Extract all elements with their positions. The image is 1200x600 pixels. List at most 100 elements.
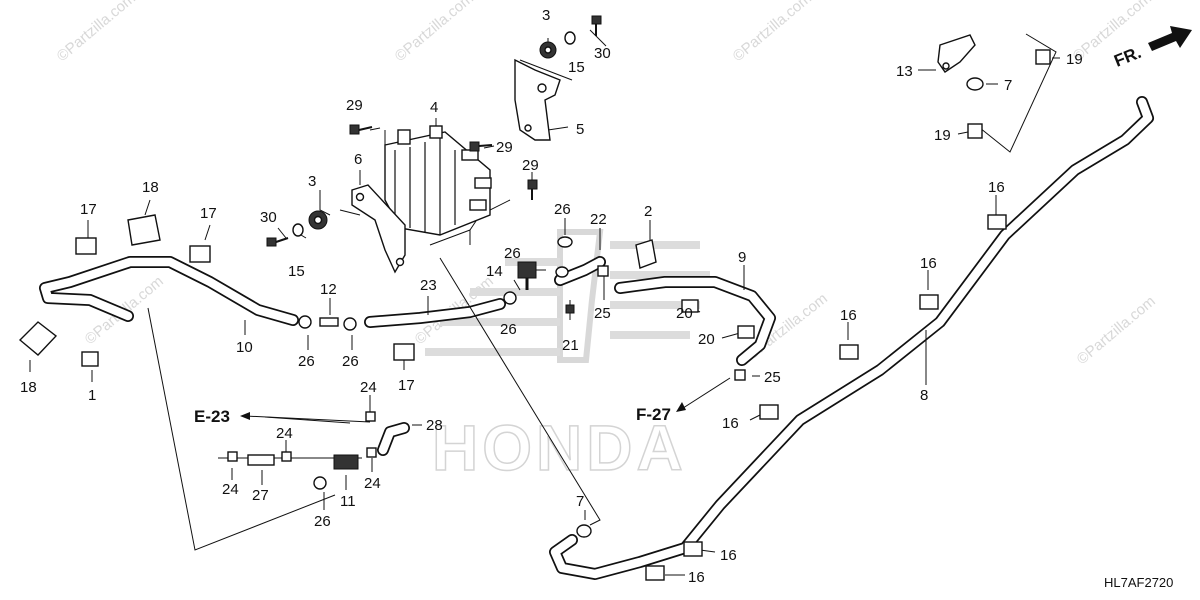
callout-18b: 18 bbox=[20, 379, 37, 396]
bolt-part-29c bbox=[527, 179, 538, 200]
clamp-part-26e bbox=[343, 317, 357, 331]
callout-22: 22 bbox=[590, 211, 607, 228]
callout-27: 27 bbox=[252, 487, 269, 504]
callout-24a: 24 bbox=[360, 379, 377, 396]
clip-part-1 bbox=[81, 351, 99, 367]
callout-16d: 16 bbox=[722, 415, 739, 432]
bolt-part-30b bbox=[266, 237, 289, 247]
clip-part-17a bbox=[75, 237, 97, 255]
front-arrow-label: FR. bbox=[1111, 43, 1144, 71]
callout-5: 5 bbox=[576, 121, 584, 138]
e23-arrowhead-icon bbox=[240, 412, 250, 420]
watermark-top-2: ©Partzilla.com bbox=[392, 0, 477, 65]
callout-10: 10 bbox=[236, 339, 253, 356]
callout-14: 14 bbox=[486, 263, 503, 280]
callout-15b: 15 bbox=[288, 263, 305, 280]
watermark-right: ©Partzilla.com bbox=[1074, 293, 1159, 368]
clip-part-24c bbox=[227, 451, 238, 462]
clip-part-25a bbox=[597, 265, 609, 277]
callout-29a: 29 bbox=[346, 97, 363, 114]
callout-24d: 24 bbox=[364, 475, 381, 492]
callout-25b: 25 bbox=[764, 369, 781, 386]
callout-4: 4 bbox=[430, 99, 438, 116]
callout-26e: 26 bbox=[342, 353, 359, 370]
clip-part-17c bbox=[393, 343, 415, 361]
collar-part-15b bbox=[292, 223, 304, 237]
hose-10 bbox=[39, 256, 299, 326]
callout-29c: 29 bbox=[522, 157, 539, 174]
hose-9 bbox=[614, 276, 776, 366]
callout-25a: 25 bbox=[594, 305, 611, 322]
clip-part-16d bbox=[759, 404, 779, 420]
callout-15a: 15 bbox=[568, 59, 585, 76]
diagram-code: HL7AF2720 bbox=[1104, 575, 1173, 590]
callout-9: 9 bbox=[738, 249, 746, 266]
callout-7b: 7 bbox=[576, 493, 584, 510]
joint-part-13 bbox=[937, 34, 976, 73]
callout-17b: 17 bbox=[200, 205, 217, 222]
front-arrow: FR. bbox=[1111, 26, 1192, 71]
tube-part-27 bbox=[247, 454, 275, 466]
watermark-top-3: ©Partzilla.com bbox=[730, 0, 815, 65]
callout-13: 13 bbox=[896, 63, 913, 80]
callout-6: 6 bbox=[354, 151, 362, 168]
callout-16c: 16 bbox=[840, 307, 857, 324]
callout-26b: 26 bbox=[504, 245, 521, 262]
bracket-part-5 bbox=[514, 58, 561, 141]
callout-3a: 3 bbox=[542, 7, 550, 24]
f27-arrowhead-icon bbox=[676, 402, 686, 412]
callout-28: 28 bbox=[426, 417, 443, 434]
clamp-part-7b bbox=[576, 524, 592, 538]
callout-24c: 24 bbox=[222, 481, 239, 498]
callout-20b: 20 bbox=[698, 331, 715, 348]
callout-26c: 26 bbox=[500, 321, 517, 338]
callout-16b: 16 bbox=[920, 255, 937, 272]
bolt-part-29b bbox=[469, 141, 493, 152]
callout-26d: 26 bbox=[298, 353, 315, 370]
watermark-top-1: ©Partzilla.com bbox=[54, 0, 139, 65]
clamp-part-26b bbox=[555, 266, 569, 278]
honda-brand-text: HONDA bbox=[432, 412, 687, 484]
callout-16a: 16 bbox=[988, 179, 1005, 196]
bolt-part-21 bbox=[565, 304, 575, 314]
collar-part-15a bbox=[564, 31, 576, 45]
callout-2: 2 bbox=[644, 203, 652, 220]
canister-part-4 bbox=[384, 125, 492, 236]
clip-part-24b bbox=[281, 451, 292, 462]
clip-part-16c bbox=[839, 344, 859, 360]
clip-part-18a bbox=[127, 214, 161, 246]
hose-28 bbox=[377, 422, 410, 456]
clip-part-18b bbox=[18, 321, 58, 356]
clip-part-24a bbox=[365, 411, 376, 422]
bolt-part-30a bbox=[591, 15, 602, 36]
fitting-part-19b bbox=[967, 123, 983, 139]
callout-24b: 24 bbox=[276, 425, 293, 442]
callout-1: 1 bbox=[88, 387, 96, 404]
bracket-part-6 bbox=[351, 184, 406, 274]
callout-8: 8 bbox=[920, 387, 928, 404]
callout-23: 23 bbox=[420, 277, 437, 294]
ref-label-f27: F-27 bbox=[636, 405, 671, 424]
grommet-part-3b bbox=[308, 210, 328, 230]
hose-22 bbox=[554, 256, 606, 286]
callout-21: 21 bbox=[562, 337, 579, 354]
callout-7a: 7 bbox=[1004, 77, 1012, 94]
callout-18a: 18 bbox=[142, 179, 159, 196]
valve-part-14 bbox=[517, 261, 537, 290]
front-arrow-icon bbox=[1148, 26, 1192, 51]
callout-16e: 16 bbox=[720, 547, 737, 564]
clamp-part-26a bbox=[557, 236, 573, 248]
callout-20a: 20 bbox=[676, 305, 693, 322]
clamp-part-26c bbox=[503, 291, 517, 305]
clip-part-20a bbox=[681, 299, 699, 313]
callout-19b: 19 bbox=[934, 127, 951, 144]
clip-part-2 bbox=[635, 239, 657, 269]
clamp-part-26d bbox=[298, 315, 312, 329]
clip-part-24d bbox=[366, 447, 377, 458]
callout-26a: 26 bbox=[554, 201, 571, 218]
clip-part-20b bbox=[737, 325, 755, 339]
callout-17a: 17 bbox=[80, 201, 97, 218]
clip-part-16b bbox=[919, 294, 939, 310]
clamp-part-26f bbox=[313, 476, 327, 490]
